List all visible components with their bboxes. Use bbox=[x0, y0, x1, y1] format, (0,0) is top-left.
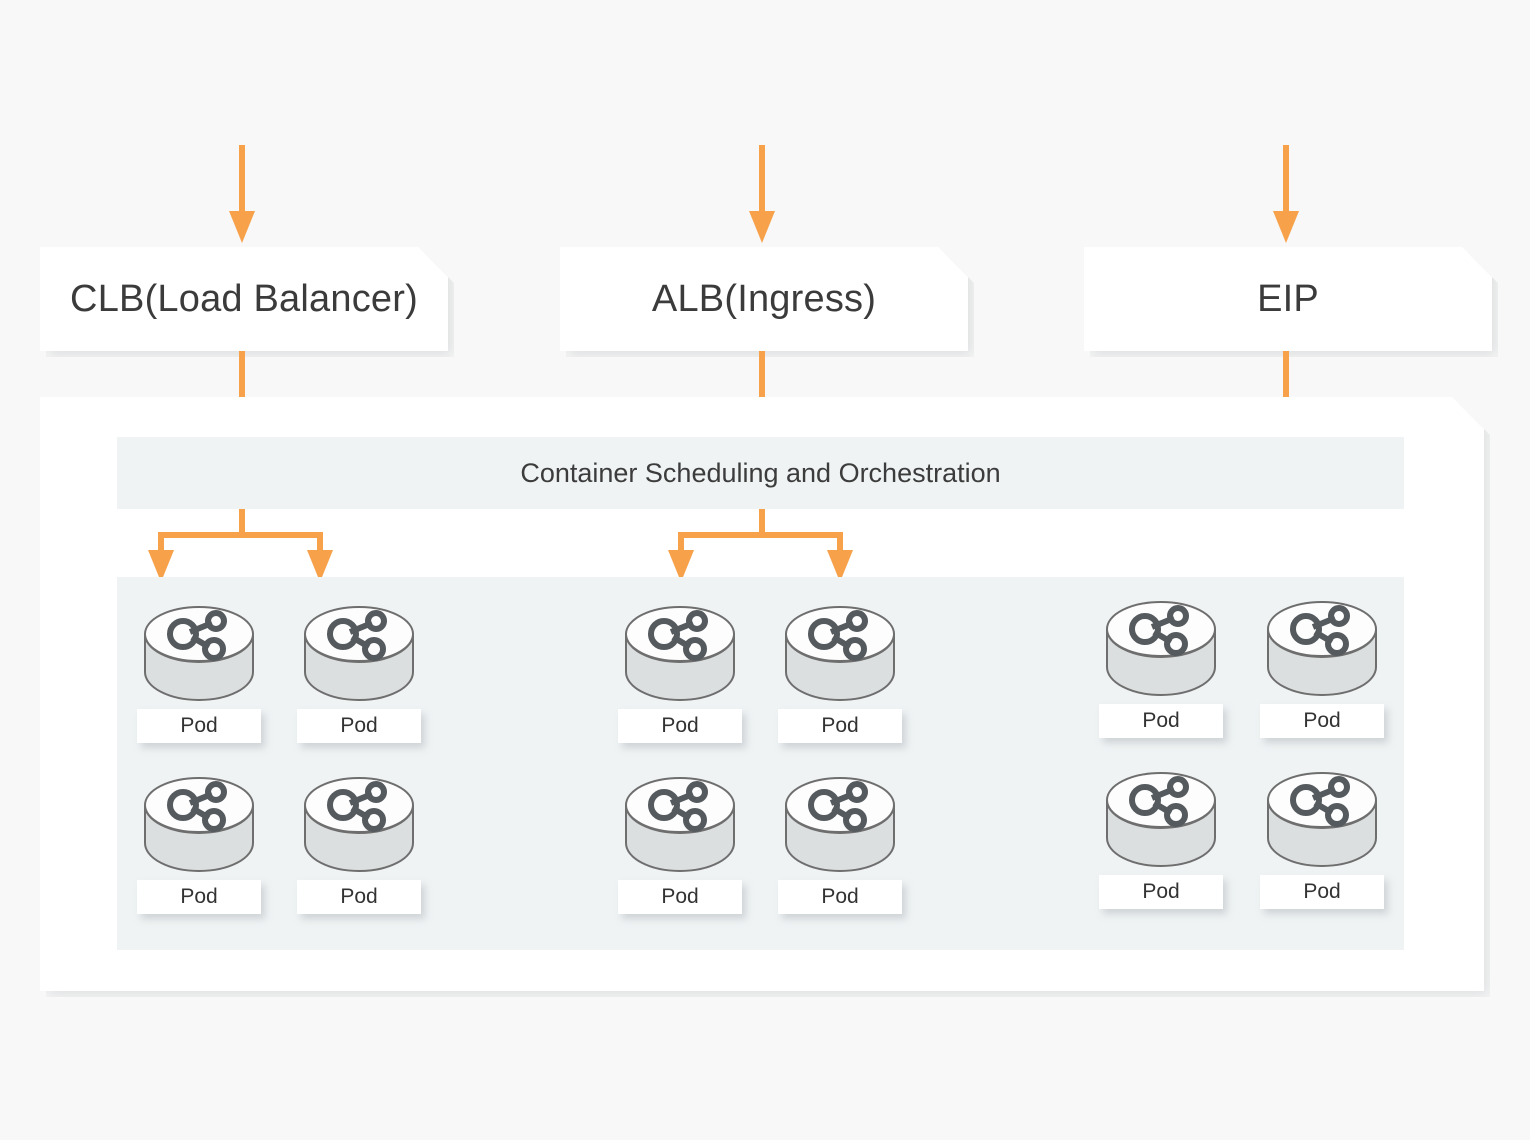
pod-label: Pod bbox=[137, 709, 261, 743]
pod-cylinder bbox=[784, 777, 896, 877]
pod-share-nodes-icon bbox=[1267, 772, 1377, 867]
clb-fork-right-drop bbox=[317, 532, 323, 552]
pod-cylinder bbox=[303, 606, 415, 706]
orchestration-band-label: Container Scheduling and Orchestration bbox=[520, 457, 1001, 488]
pod-unit[interactable]: Pod bbox=[1099, 601, 1223, 738]
pod-unit[interactable]: Pod bbox=[618, 777, 742, 914]
alb-fork-right-drop bbox=[837, 532, 843, 552]
pod-label: Pod bbox=[618, 709, 742, 743]
pod-cylinder bbox=[303, 777, 415, 877]
alb-box[interactable]: ALB(Ingress) bbox=[560, 247, 968, 351]
inbound-arrow-head-clb bbox=[229, 211, 255, 243]
pod-unit[interactable]: Pod bbox=[618, 606, 742, 743]
pod-label-text: Pod bbox=[340, 714, 378, 737]
pod-label-text: Pod bbox=[1142, 880, 1180, 903]
pod-share-nodes-icon bbox=[304, 777, 414, 872]
pod-label: Pod bbox=[1260, 704, 1384, 738]
inbound-arrow-stem-clb bbox=[239, 145, 245, 213]
pod-share-nodes-icon bbox=[1106, 772, 1216, 867]
pod-label: Pod bbox=[1260, 875, 1384, 909]
pod-unit[interactable]: Pod bbox=[1260, 601, 1384, 738]
pod-label: Pod bbox=[1099, 875, 1223, 909]
pod-cylinder bbox=[1266, 772, 1378, 872]
pod-unit[interactable]: Pod bbox=[1260, 772, 1384, 909]
pod-share-nodes-icon bbox=[785, 606, 895, 701]
pod-unit[interactable]: Pod bbox=[297, 777, 421, 914]
pod-label-text: Pod bbox=[1303, 709, 1341, 732]
pod-cylinder bbox=[143, 606, 255, 706]
alb-fork-right-arrowhead bbox=[827, 550, 853, 582]
pod-unit[interactable]: Pod bbox=[778, 606, 902, 743]
inbound-arrow-head-alb bbox=[749, 211, 775, 243]
clb-fork-left-arrowhead bbox=[148, 550, 174, 582]
pod-label-text: Pod bbox=[821, 714, 859, 737]
clb-fork-bar bbox=[158, 532, 323, 538]
pod-cylinder bbox=[624, 777, 736, 877]
alb-fork-left-arrowhead bbox=[668, 550, 694, 582]
pod-share-nodes-icon bbox=[625, 777, 735, 872]
pod-cylinder bbox=[1105, 601, 1217, 701]
pod-label: Pod bbox=[618, 880, 742, 914]
pod-unit[interactable]: Pod bbox=[297, 606, 421, 743]
pod-share-nodes-icon bbox=[1267, 601, 1377, 696]
pod-label-text: Pod bbox=[340, 885, 378, 908]
pod-share-nodes-icon bbox=[625, 606, 735, 701]
pod-label-text: Pod bbox=[661, 714, 699, 737]
pod-cylinder bbox=[784, 606, 896, 706]
pod-label: Pod bbox=[137, 880, 261, 914]
eip-box[interactable]: EIP bbox=[1084, 247, 1492, 351]
alb-fork-stem bbox=[759, 509, 765, 538]
pod-unit[interactable]: Pod bbox=[137, 606, 261, 743]
pod-label-text: Pod bbox=[1142, 709, 1180, 732]
pod-label: Pod bbox=[778, 880, 902, 914]
pod-label-text: Pod bbox=[821, 885, 859, 908]
pod-label: Pod bbox=[778, 709, 902, 743]
clb-box-label: CLB(Load Balancer) bbox=[70, 277, 418, 320]
clb-fork-left-drop bbox=[158, 532, 164, 552]
pod-share-nodes-icon bbox=[785, 777, 895, 872]
alb-fork-bar bbox=[678, 532, 843, 538]
pod-cylinder bbox=[1105, 772, 1217, 872]
orchestration-band: Container Scheduling and Orchestration bbox=[117, 437, 1404, 509]
pod-share-nodes-icon bbox=[1106, 601, 1216, 696]
pod-label-text: Pod bbox=[661, 885, 699, 908]
clb-fork-right-arrowhead bbox=[307, 550, 333, 582]
pod-share-nodes-icon bbox=[144, 606, 254, 701]
pod-share-nodes-icon bbox=[144, 777, 254, 872]
eip-box-label: EIP bbox=[1257, 277, 1319, 320]
pod-label: Pod bbox=[297, 880, 421, 914]
pod-label: Pod bbox=[1099, 704, 1223, 738]
pod-cylinder bbox=[1266, 601, 1378, 701]
alb-fork-left-drop bbox=[678, 532, 684, 552]
pod-label-text: Pod bbox=[1303, 880, 1341, 903]
pod-label: Pod bbox=[297, 709, 421, 743]
pod-unit[interactable]: Pod bbox=[1099, 772, 1223, 909]
pod-unit[interactable]: Pod bbox=[778, 777, 902, 914]
pod-cylinder bbox=[624, 606, 736, 706]
pod-share-nodes-icon bbox=[304, 606, 414, 701]
alb-box-label: ALB(Ingress) bbox=[651, 277, 877, 320]
inbound-arrow-stem-alb bbox=[759, 145, 765, 213]
inbound-arrow-head-eip bbox=[1273, 211, 1299, 243]
pod-label-text: Pod bbox=[180, 885, 218, 908]
pod-cylinder bbox=[143, 777, 255, 877]
pod-unit[interactable]: Pod bbox=[137, 777, 261, 914]
clb-fork-stem bbox=[239, 509, 245, 538]
pod-label-text: Pod bbox=[180, 714, 218, 737]
inbound-arrow-stem-eip bbox=[1283, 145, 1289, 213]
clb-box[interactable]: CLB(Load Balancer) bbox=[40, 247, 448, 351]
